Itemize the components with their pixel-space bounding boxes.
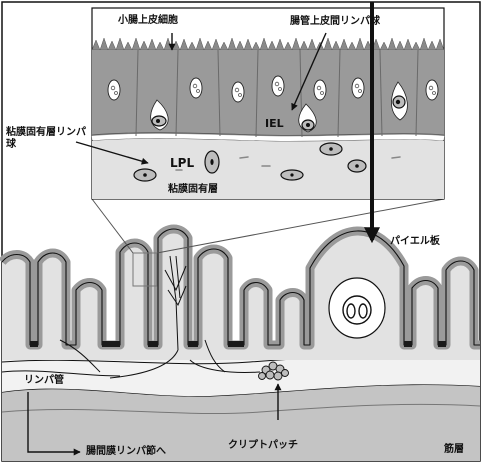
epithelial-cell-label: 小腸上皮細胞 (118, 15, 178, 27)
lpl-full-label: 粘膜固有層リンパ球 (6, 127, 86, 151)
iel-abbr-label: IEL (265, 117, 284, 130)
iel-full-label: 腸管上皮間リンパ球 (290, 16, 380, 28)
lamina-propria-label: 粘膜固有層 (168, 184, 218, 196)
muscle-layer-label: 筋層 (444, 444, 464, 456)
cryptopatch-label: クリプトパッチ (228, 440, 298, 452)
peyers-patch-follicle (329, 278, 385, 338)
peyers-patch-label: パイエル板 (390, 236, 440, 248)
inset-view (92, 8, 444, 199)
mesenteric-node-label: 腸間膜リンパ節へ (86, 446, 166, 458)
lymph-vessel-label: リンパ管 (24, 375, 64, 387)
lpl-abbr-label: LPL (170, 156, 194, 170)
